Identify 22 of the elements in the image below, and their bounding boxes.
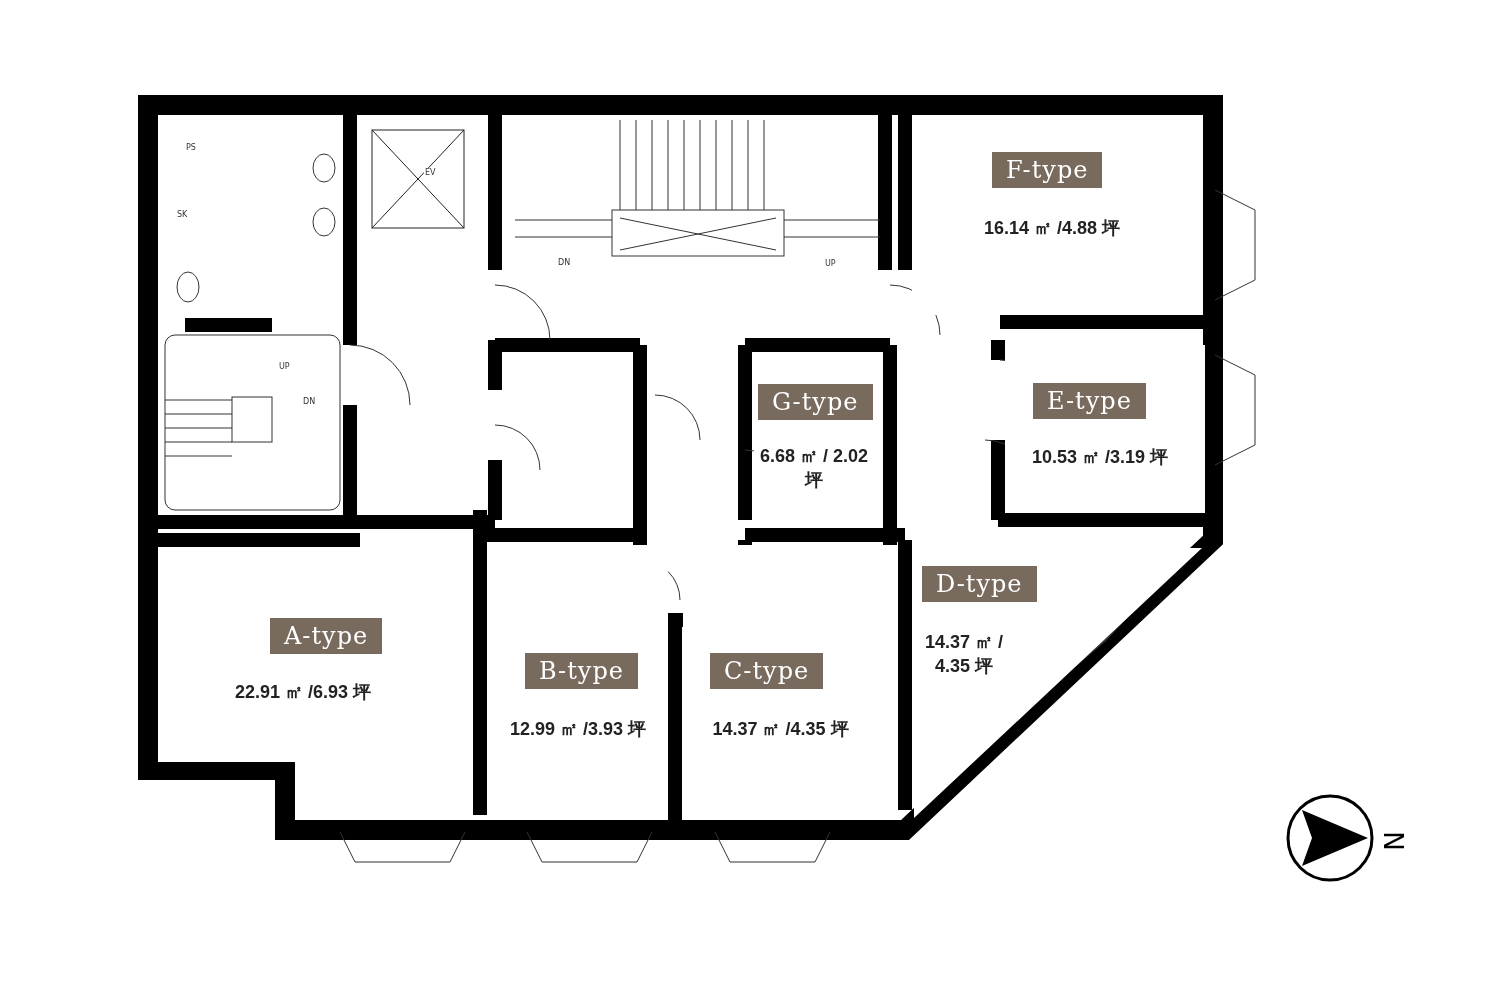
floor-area-text: 10.53 ㎡ /3.19 坪 <box>1030 446 1170 469</box>
plan-note: UP <box>824 259 837 268</box>
room-type-tag: D-type <box>922 566 1037 602</box>
room-type-tag: E-type <box>1033 383 1146 419</box>
room-type-tag: C-type <box>710 653 824 689</box>
floor-area-text: 6.68 ㎡ / 2.02 坪 <box>758 445 870 492</box>
floor-area-text: 12.99 ㎡ /3.93 坪 <box>508 718 648 741</box>
plan-note: DN <box>557 258 572 267</box>
plan-note: SK <box>176 210 189 219</box>
floor-area-text: 22.91 ㎡ /6.93 坪 <box>233 681 373 704</box>
room <box>1005 345 1205 513</box>
room-type-tag: A-type <box>270 618 383 654</box>
plan-note: UP <box>278 362 291 371</box>
room-type-tag: G-type <box>758 384 873 420</box>
floor-area-text: 14.37 ㎡ / 4.35 坪 <box>923 631 1004 678</box>
room-type-tag: F-type <box>992 152 1103 188</box>
floor-area-text: 14.37 ㎡ /4.35 坪 <box>711 718 850 741</box>
plan-note: DN <box>302 397 317 406</box>
plan-note: PS <box>185 143 197 152</box>
floor-area-text: 16.14 ㎡ /4.88 坪 <box>982 217 1122 240</box>
plan-note: EV <box>424 168 437 177</box>
room-type-tag: B-type <box>525 653 638 689</box>
